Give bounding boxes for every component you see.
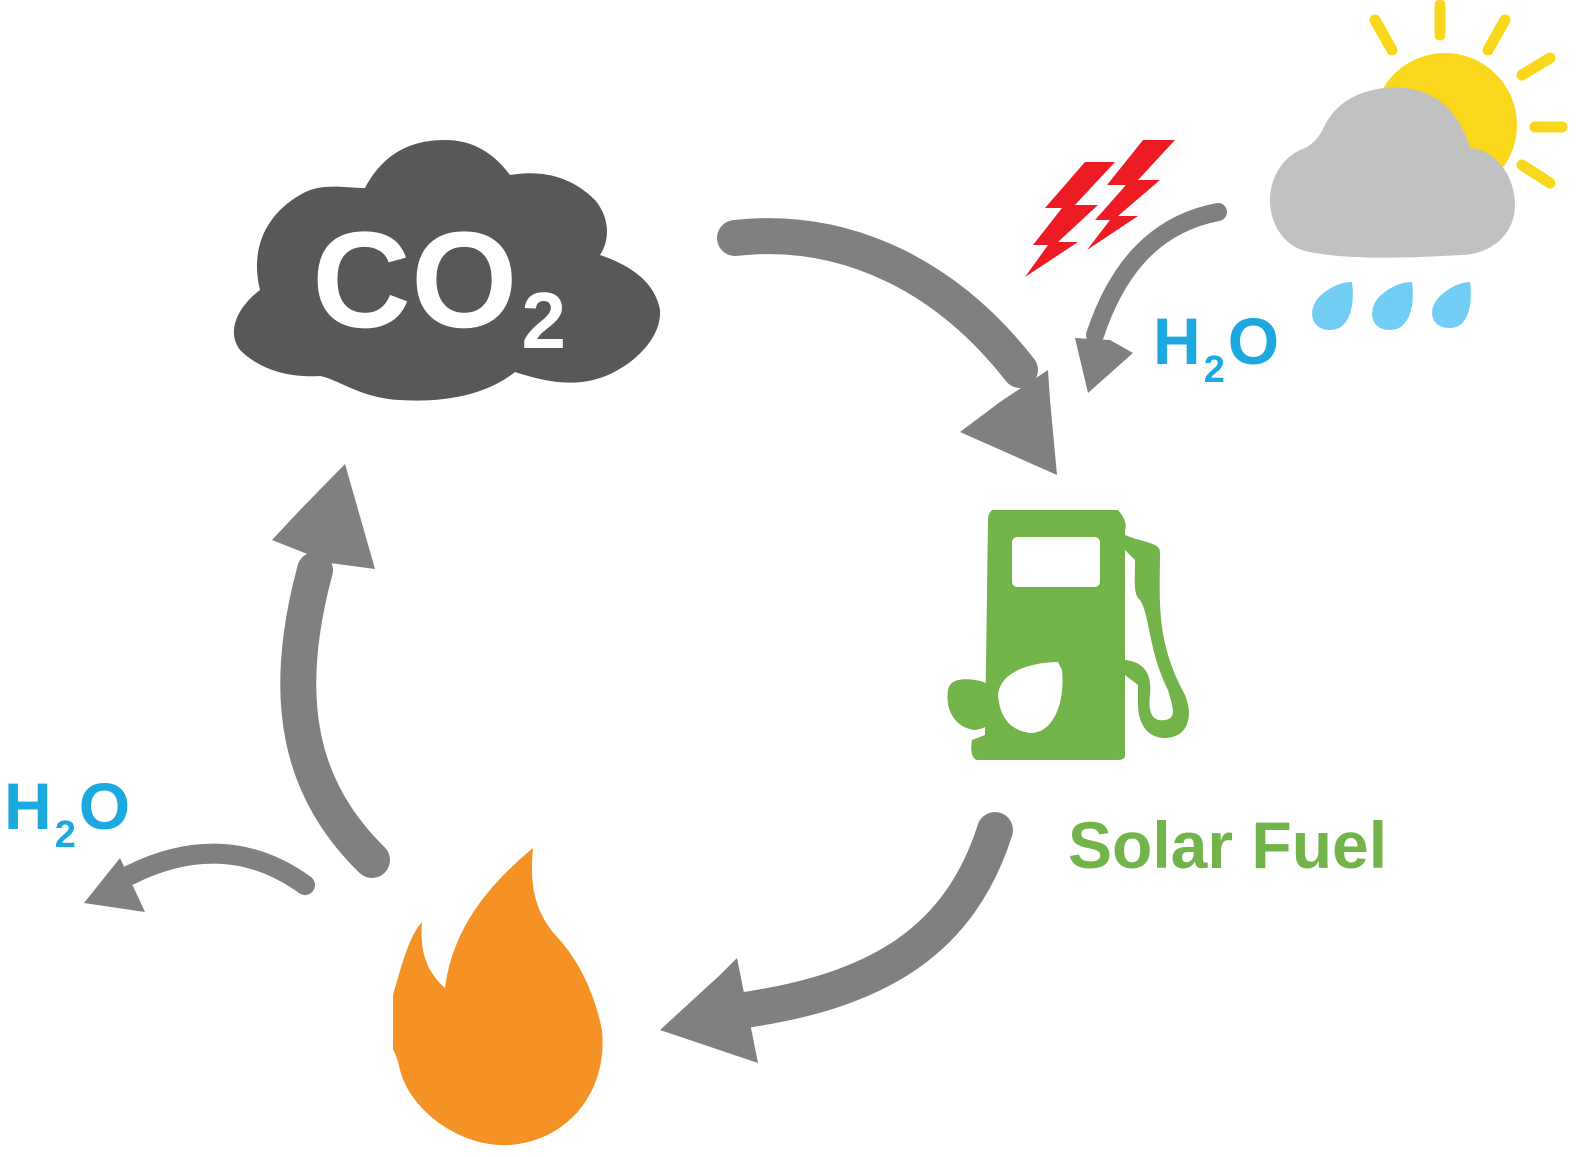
flame-icon: [393, 848, 603, 1146]
arrowheads: [84, 338, 1133, 1063]
co2-label: CO: [312, 204, 518, 357]
h2o-right-label: H 2 O: [1153, 304, 1279, 391]
arrow-water-out: [120, 843, 315, 895]
solar-fuel-label: Solar Fuel: [1068, 808, 1387, 882]
arrow-water-in: [1086, 203, 1227, 344]
arrowhead-icon: [272, 464, 375, 569]
raindrops-icon: [1312, 282, 1471, 330]
h2o-subscript: 2: [1204, 349, 1225, 391]
h2o-h: H: [4, 769, 52, 843]
cloud-icon: [1270, 87, 1515, 258]
arrowhead-icon: [660, 958, 758, 1063]
arrows: [120, 203, 1227, 1028]
arrowhead-icon: [84, 858, 145, 912]
co2-label-group: CO 2: [312, 204, 566, 365]
fuel-pump-icon: [947, 510, 1189, 760]
h2o-h: H: [1153, 304, 1201, 378]
arrowhead-icon: [960, 370, 1057, 475]
arrow-flame-to-co2: [280, 552, 390, 878]
co2-subscript: 2: [522, 276, 567, 365]
h2o-o: O: [79, 769, 130, 843]
co2-cloud-icon: [233, 140, 661, 401]
h2o-left-label: H 2 O: [4, 769, 130, 856]
h2o-o: O: [1228, 304, 1279, 378]
h2o-subscript: 2: [55, 814, 76, 856]
arrow-fuel-to-flame: [727, 812, 1013, 1028]
arrowhead-icon: [1075, 338, 1133, 393]
lightning-icon: [1025, 140, 1175, 277]
weather-icon: [1270, 0, 1568, 330]
arrow-co2-to-fuel: [717, 218, 1038, 388]
